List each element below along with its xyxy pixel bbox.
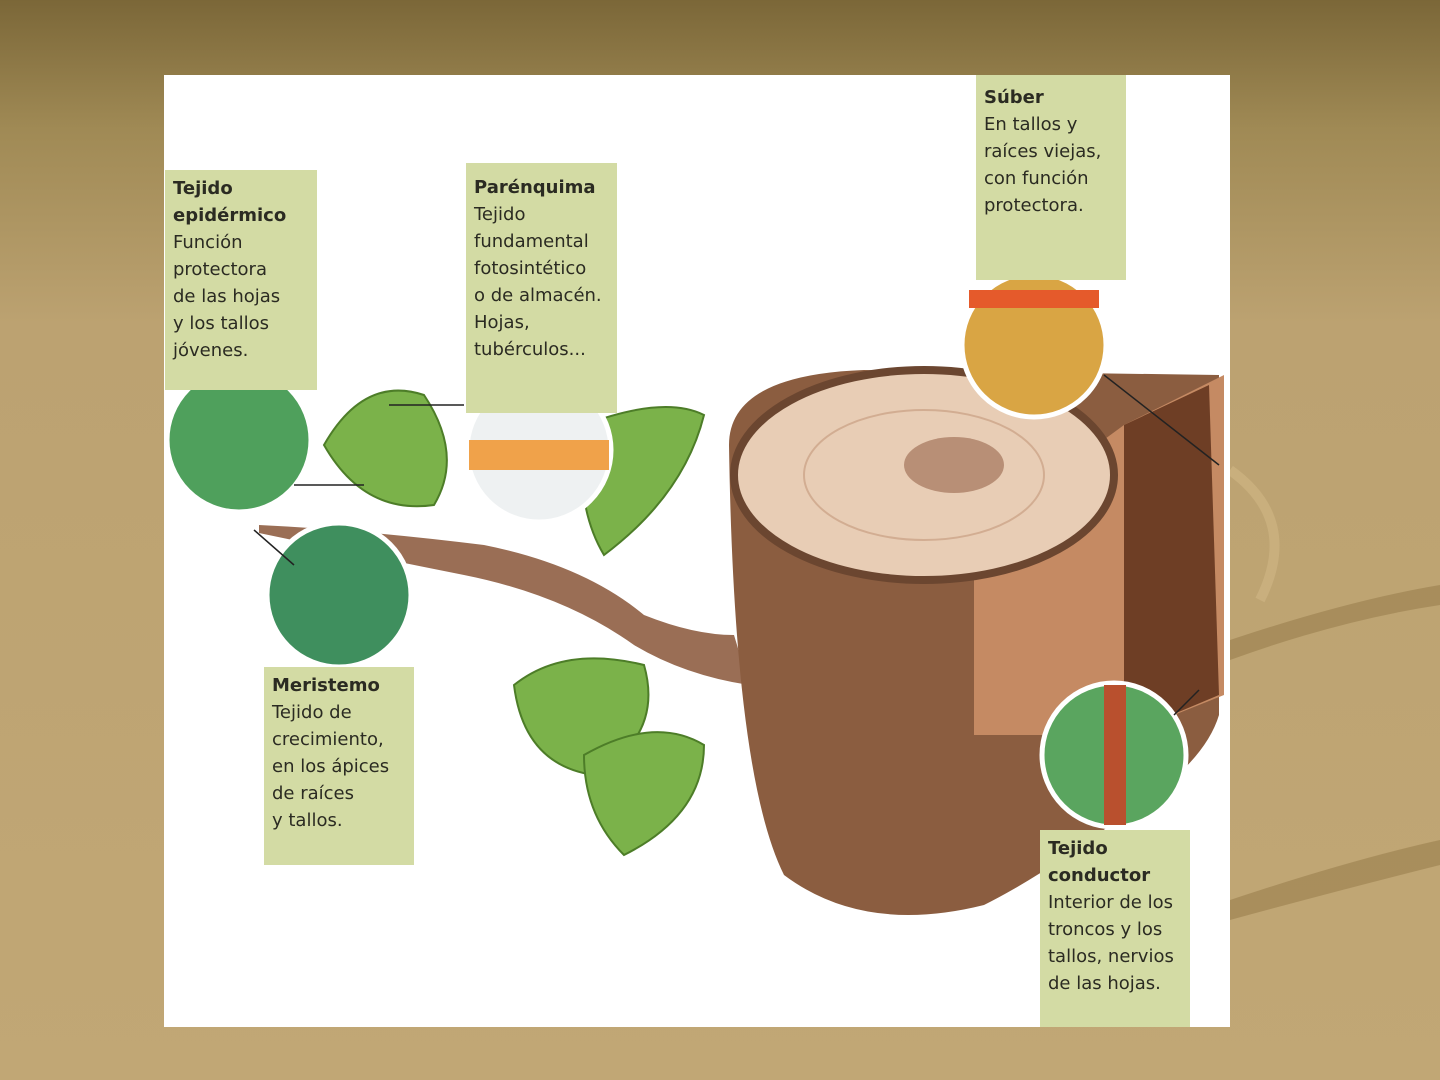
label-title: Tejido epidérmico [173, 178, 287, 226]
label-parenquima: Parénquima Tejido fundamental fotosintét… [466, 163, 617, 413]
leaves [322, 389, 706, 857]
label-description: Tejido de crecimiento, en los ápices de … [272, 702, 390, 831]
label-suber: Súber En tallos y raíces viejas, con fun… [976, 75, 1126, 280]
label-tejido-conductor: Tejido conductor Interior de los troncos… [1040, 830, 1190, 1027]
label-tejido-epidermico: Tejido epidérmico Función protectora de … [165, 170, 317, 390]
label-description: Función protectora de las hojas y los ta… [173, 232, 281, 361]
label-title: Parénquima [474, 177, 596, 198]
label-meristemo: Meristemo Tejido de crecimiento, en los … [264, 667, 414, 865]
label-title: Súber [984, 87, 1044, 108]
label-description: En tallos y raíces viejas, con función p… [984, 114, 1102, 216]
diagram-panel: Tejido epidérmico Función protectora de … [164, 75, 1230, 1027]
label-description: Tejido fundamental fotosintético o de al… [474, 204, 602, 360]
label-title: Meristemo [272, 675, 380, 696]
label-description: Interior de los troncos y los tallos, ne… [1048, 892, 1174, 994]
tree-stump-illustration [164, 270, 1224, 915]
meristem-circle [264, 520, 414, 670]
label-title: Tejido conductor [1048, 838, 1151, 886]
